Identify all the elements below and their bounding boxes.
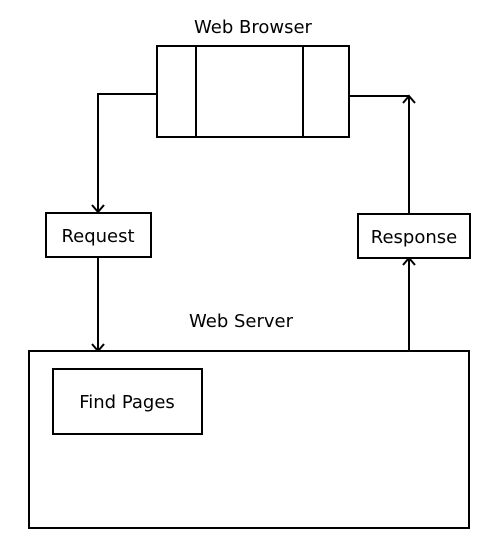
- web-browser-title: Web Browser: [194, 17, 313, 38]
- response-label: Response: [371, 227, 457, 248]
- request-label: Request: [61, 226, 134, 247]
- web-browser-box: [156, 45, 350, 138]
- find-pages-label: Find Pages: [79, 392, 175, 413]
- find-pages-box: Find Pages: [52, 368, 203, 435]
- browser-to-request-line: [97, 93, 157, 212]
- web-browser-frame: [156, 45, 350, 138]
- find-pages-frame: [52, 368, 203, 435]
- response-box: Response: [357, 213, 471, 259]
- response-connector: [349, 94, 416, 351]
- response-frame: [357, 213, 471, 259]
- web-server-title: Web Server: [189, 311, 294, 332]
- request-box: Request: [45, 212, 152, 258]
- request-frame: [45, 212, 152, 258]
